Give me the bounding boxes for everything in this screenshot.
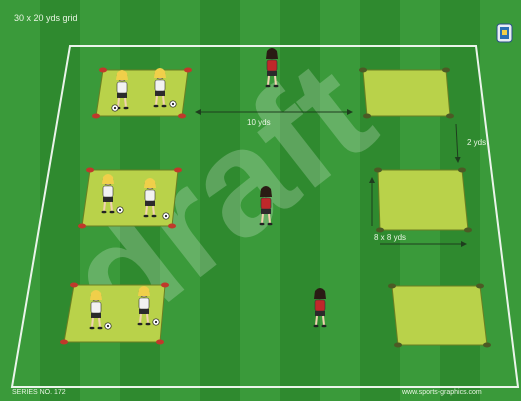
cone-icon [363, 114, 371, 119]
cone-icon [70, 283, 78, 288]
practice-square-right-3 [388, 284, 491, 348]
website-label: www.sports-graphics.com [402, 389, 482, 396]
cone-icon [184, 68, 192, 73]
cone-icon [161, 283, 169, 288]
gap-label: 2 yds [467, 139, 486, 147]
practice-square-right-1 [359, 68, 454, 119]
club-crest-icon [497, 24, 512, 42]
cone-icon [483, 343, 491, 348]
practice-square-left-1 [92, 68, 192, 119]
soccer-ball-icon [170, 101, 176, 107]
cone-icon [374, 168, 382, 173]
cone-icon [458, 168, 466, 173]
cone-icon [464, 228, 472, 233]
cone-icon [92, 114, 100, 119]
distance-label: 10 yds [247, 119, 271, 127]
soccer-ball-icon [112, 105, 118, 111]
cone-icon [174, 168, 182, 173]
cone-icon [168, 224, 176, 229]
cone-icon [78, 224, 86, 229]
cone-icon [394, 343, 402, 348]
cone-icon [446, 114, 454, 119]
cone-icon [476, 284, 484, 289]
square-size-label: 8 x 8 yds [374, 234, 406, 242]
practice-square-left-3 [60, 283, 169, 345]
practice-square-right-2 [374, 168, 472, 233]
cone-icon [388, 284, 396, 289]
soccer-ball-icon [153, 319, 159, 325]
cone-icon [99, 68, 107, 73]
cone-icon [86, 168, 94, 173]
series-label: SERIES NO. 172 [12, 389, 66, 396]
cone-icon [442, 68, 450, 73]
cone-icon [156, 340, 164, 345]
soccer-ball-icon [117, 207, 123, 213]
cone-icon [359, 68, 367, 73]
cone-icon [376, 228, 384, 233]
cone-icon [60, 340, 68, 345]
soccer-ball-icon [105, 323, 111, 329]
cone-icon [178, 114, 186, 119]
grid-size-label: 30 x 20 yds grid [14, 14, 78, 23]
soccer-ball-icon [163, 213, 169, 219]
